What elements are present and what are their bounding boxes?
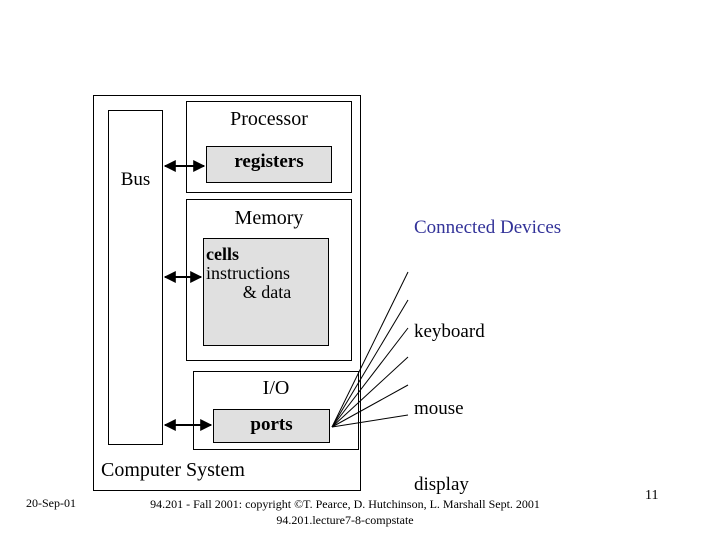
memory-contents-line-3: & data (242, 281, 292, 302)
bus-box (108, 110, 163, 445)
computer-system-label: Computer System (101, 459, 245, 481)
list-item: display (414, 474, 469, 495)
memory-contents-line-1: cells (206, 244, 239, 264)
list-item: keyboard (414, 321, 485, 342)
memory-contents-box (203, 238, 329, 346)
processor-label: Processor (230, 108, 308, 130)
connected-devices-heading: Connected Devices (414, 217, 562, 238)
ports-box (213, 409, 330, 443)
footer-copyright-line: 94.201 - Fall 2001: copyright ©T. Pearce… (150, 497, 540, 511)
ports-label: ports (250, 414, 293, 435)
registers-label: registers (234, 151, 304, 172)
connected-devices-list: keyboard mouse display printer disk driv… (414, 268, 509, 540)
footer-date: 20-Sep-01 (26, 496, 76, 510)
memory-label: Memory (234, 207, 304, 229)
footer-file-line: 94.201.lecture7-8-compstate (276, 513, 414, 527)
list-item: mouse (414, 397, 464, 419)
bus-label: Bus (120, 169, 151, 190)
memory-contents-line-2: instructions (206, 262, 290, 283)
footer-copyright: 94.201 - Fall 2001: copyright ©T. Pearce… (110, 496, 580, 528)
page-number: 11 (645, 488, 659, 503)
registers-box (206, 146, 332, 183)
io-label: I/O (262, 377, 290, 399)
